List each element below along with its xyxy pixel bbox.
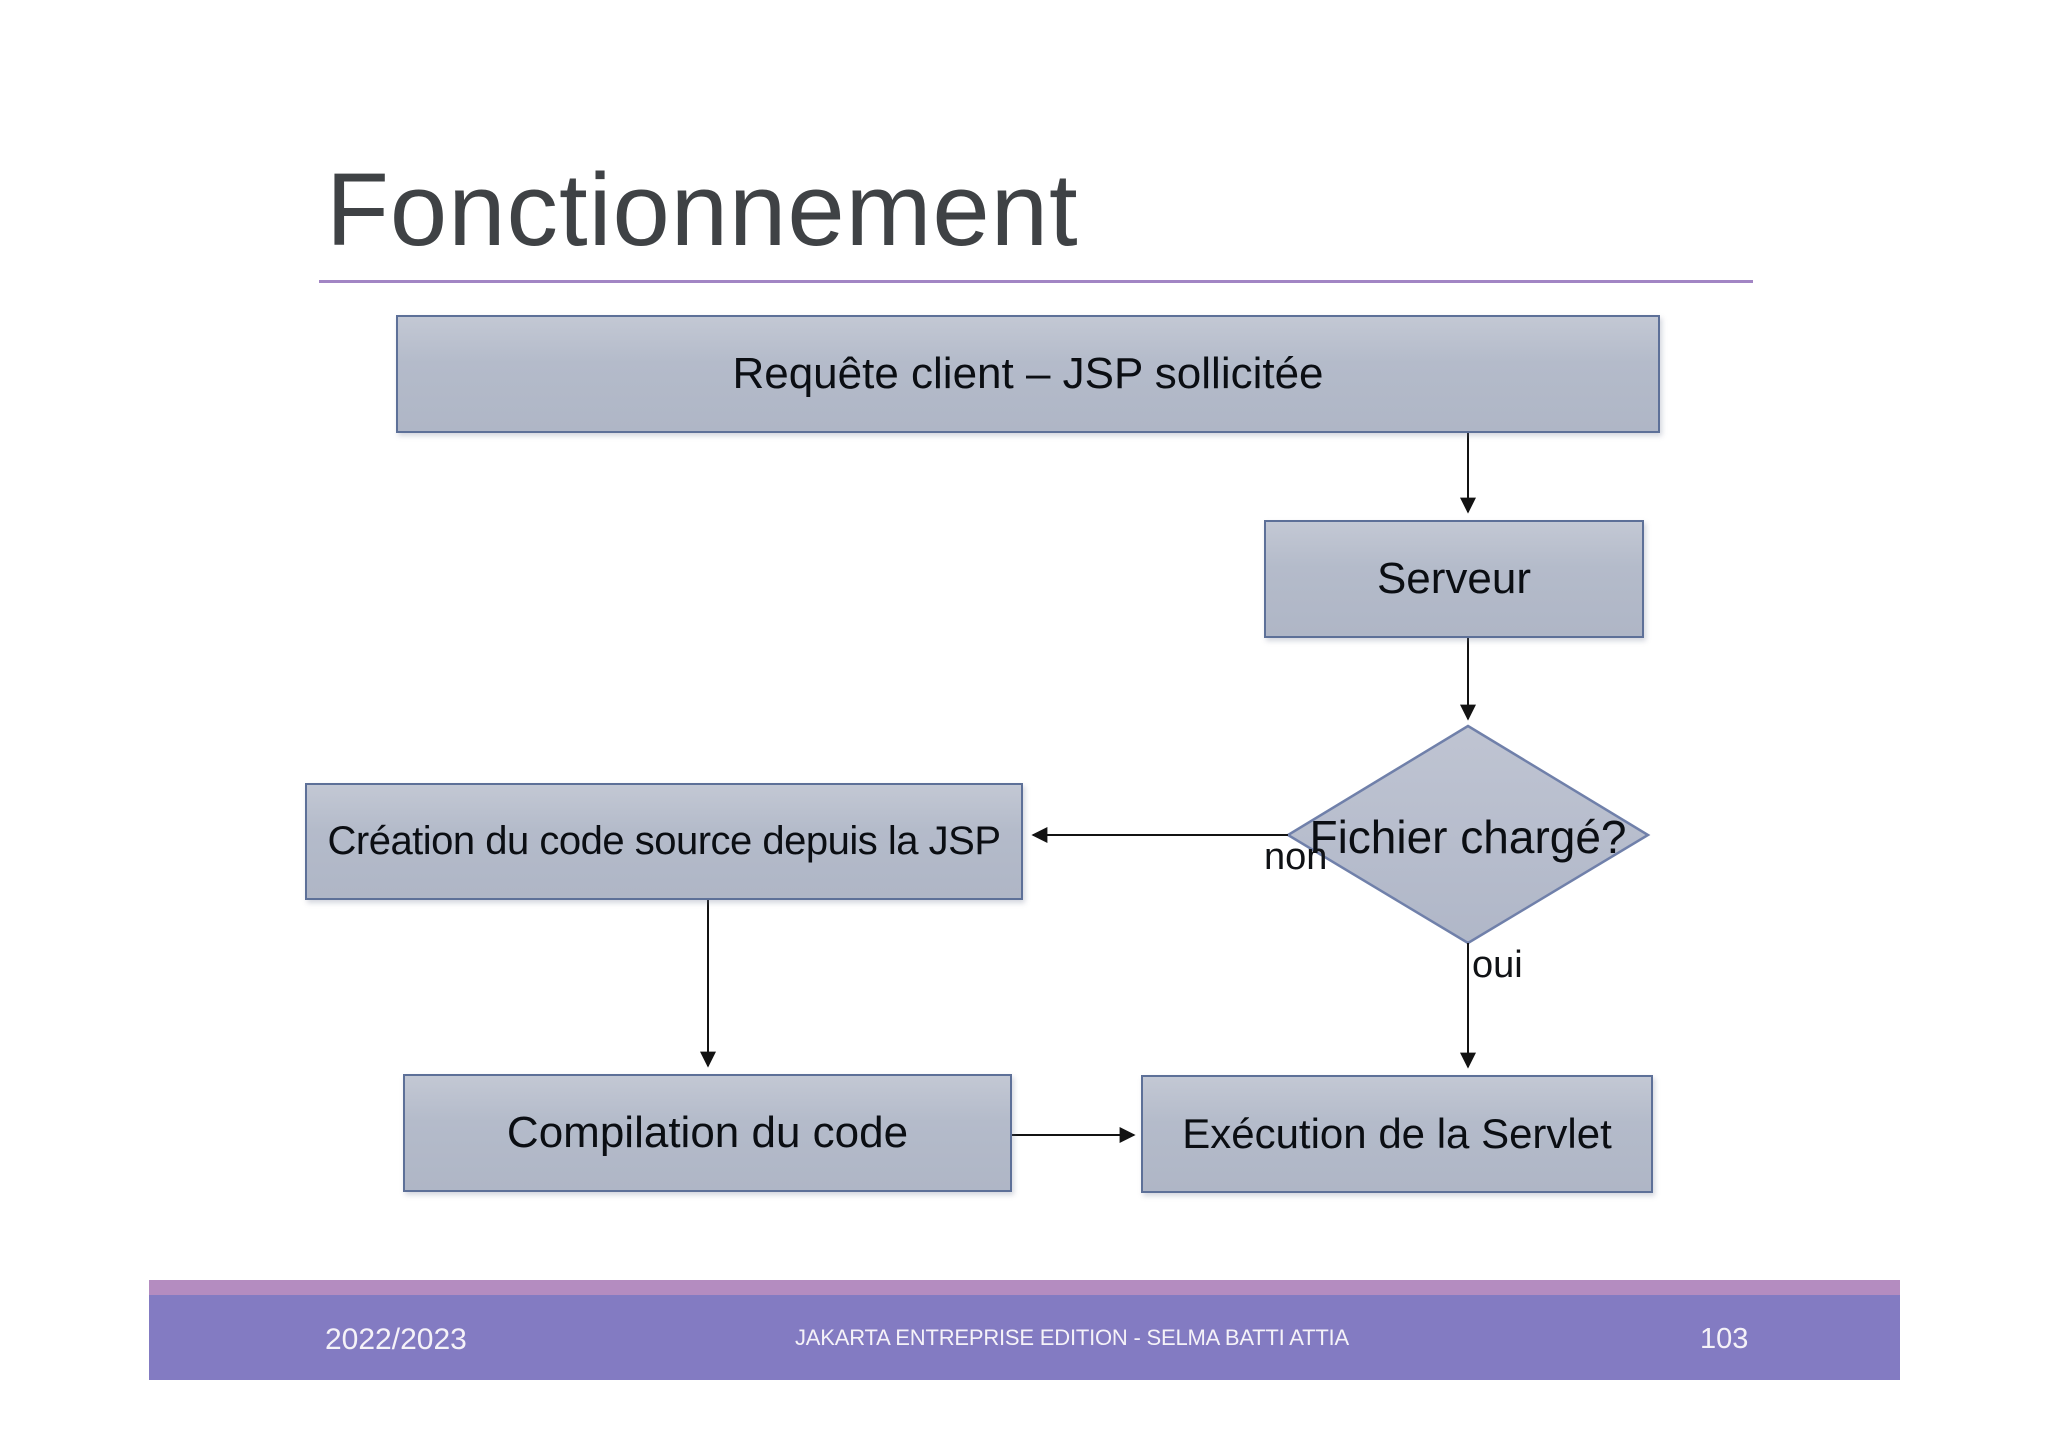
flow-node-serveur-label: Serveur [1376, 554, 1532, 603]
footer-year: 2022/2023 [325, 1323, 467, 1356]
flow-node-execution: Exécution de la Servlet [1141, 1075, 1653, 1193]
footer-page-number: 103 [1700, 1323, 1749, 1355]
title-underline [319, 280, 1753, 283]
page-title: Fonctionnement [326, 152, 1079, 267]
footer-course: JAKARTA ENTREPRISE EDITION - SELMA BATTI… [795, 1325, 1349, 1350]
footer-accent-strip [149, 1280, 1900, 1295]
flow-node-requete: Requête client – JSP sollicitée [396, 315, 1660, 433]
edge-label-oui: oui [1472, 944, 1523, 986]
footer-bar [149, 1295, 1900, 1380]
flow-node-requete-label: Requête client – JSP sollicitée [732, 349, 1324, 398]
flow-node-creation-label: Création du code source depuis la JSP [327, 819, 1001, 863]
flow-node-fichier-label: Fichier chargé? [1309, 811, 1627, 863]
flow-node-compilation-label: Compilation du code [506, 1108, 909, 1157]
flow-node-creation: Création du code source depuis la JSP [305, 783, 1023, 900]
flow-node-execution-label: Exécution de la Servlet [1182, 1110, 1612, 1157]
flow-node-serveur: Serveur [1264, 520, 1644, 638]
edge-label-non: non [1264, 836, 1328, 878]
flow-node-compilation: Compilation du code [403, 1074, 1012, 1192]
